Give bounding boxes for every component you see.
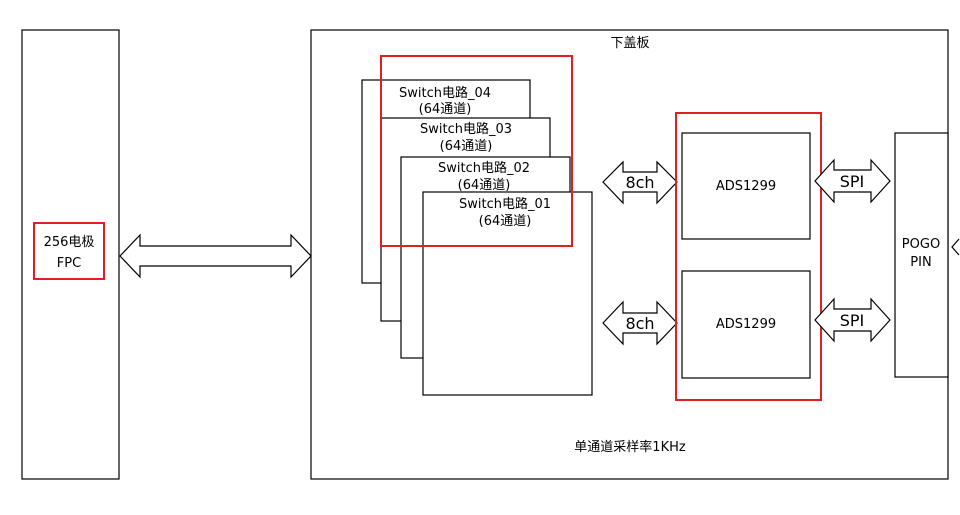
spi-arrow-top [814,158,891,204]
adc-chip-bottom-label: ADS1299 [716,317,776,332]
ch-label-top: 8ch [625,173,654,192]
switch-03-channels: (64通道) [440,139,493,154]
adc-chip-top-label: ADS1299 [716,179,776,194]
fpc-label-line2: FPC [57,256,81,271]
ch-label-bottom: 8ch [625,314,654,333]
switch-04-name: Switch电路_04 [399,85,491,101]
board-title: 下盖板 [610,36,649,51]
sampling-rate-note: 单通道采样率1KHz [574,439,686,455]
switch-03-name: Switch电路_03 [420,121,512,137]
external-arrow-tip [951,238,960,256]
pogo-pin-block [894,132,949,378]
spi-label-bottom: SPI [840,311,865,330]
adc-group-highlight [675,112,822,401]
adc-chip-bottom [681,270,811,379]
fpc-label-highlight [33,222,105,280]
switch-01-channels: (64通道) [479,214,532,229]
adc-chip-top [681,132,811,240]
switch-02-channels: (64通道) [458,178,511,193]
switch-01-name: Switch电路_01 [459,196,551,212]
switch-stack-highlight [380,55,573,247]
fpc-board-double-arrow [119,233,312,279]
pogo-label-line2: PIN [910,255,931,270]
pogo-label-line1: POGO [902,237,940,252]
fpc-panel [21,29,120,480]
fpc-label-line1: 256电极 [44,235,95,250]
switch-04-channels: (64通道) [419,102,472,117]
spi-label-top: SPI [840,172,865,191]
switch-circuit-01: Switch电路_01 (64通道) [422,191,593,396]
switch-02-name: Switch电路_02 [438,160,530,176]
spi-arrow-bottom [814,297,891,343]
